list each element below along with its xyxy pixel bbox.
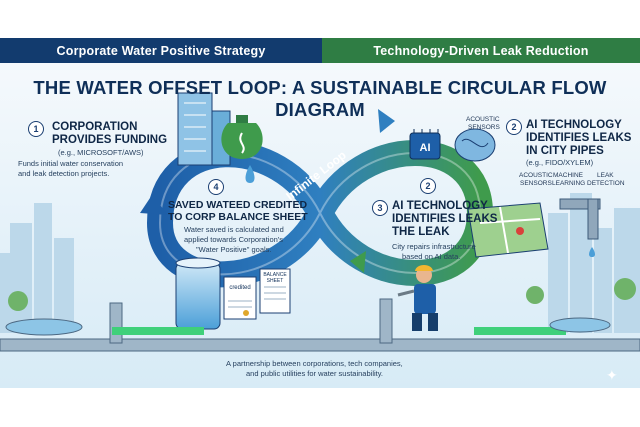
loop-arrowhead-left bbox=[140, 195, 168, 215]
balance-label-2: SHEET bbox=[267, 278, 284, 284]
pipe-leak-icon bbox=[559, 198, 601, 257]
diagram-canvas: AI credited bbox=[0, 63, 640, 388]
money-bag-icon bbox=[221, 115, 263, 159]
footer-line1: A partnership between corporations, tech… bbox=[226, 359, 403, 368]
step-4-heading-line2: TO CORP BALANCE SHEET bbox=[168, 211, 308, 223]
acoustic-sensors-top-1: ACOUSTIC bbox=[466, 116, 500, 123]
step-4-detail-line2: applied towards Corporation's bbox=[184, 235, 283, 244]
worker-icon bbox=[397, 265, 438, 331]
step-3-heading-line3: THE LEAK bbox=[392, 226, 450, 238]
step-4-detail-line3: "Water Positive" goals. bbox=[196, 245, 272, 254]
step-2-heading-line2: IDENTIFIES LEAKS bbox=[526, 132, 632, 144]
city-skyline-left bbox=[0, 203, 74, 333]
credited-document-icon bbox=[223, 276, 257, 320]
center-step-number: 2 bbox=[420, 178, 436, 194]
balance-label-1: BALANCE bbox=[263, 272, 287, 278]
balance-sheet-icon bbox=[259, 268, 291, 314]
sparkle-icon: ✦ bbox=[606, 367, 618, 383]
leak-detection-label-2: DETECTION bbox=[587, 180, 625, 187]
water-drop-icon bbox=[245, 165, 255, 183]
acoustic-sensors-label-1: ACOUSTIC bbox=[519, 172, 553, 179]
step-3-detail-line1: City repairs infrastructure bbox=[392, 242, 476, 251]
step-4-number: 4 bbox=[208, 179, 224, 195]
step-4-heading-line1: SAVED WATEED CREDITED bbox=[168, 199, 308, 211]
footer-line2: and public utilities for water sustainab… bbox=[246, 369, 384, 378]
step-1-detail-line1: Funds initial water conservation bbox=[18, 159, 124, 168]
machine-learning-label-2: LEARNING bbox=[552, 180, 586, 187]
loop-arrowhead-bottom bbox=[350, 251, 366, 273]
water-tank-icon bbox=[175, 257, 221, 330]
step-2-number: 2 bbox=[506, 119, 522, 135]
step-4-detail-line1: Water saved is calculated and bbox=[184, 225, 284, 234]
credited-label: credited bbox=[229, 285, 250, 291]
city-map-icon bbox=[467, 202, 549, 258]
banner-technology-leak-reduction: Technology-Driven Leak Reduction bbox=[322, 38, 640, 63]
brain-icon bbox=[454, 128, 496, 162]
ai-chip-label: AI bbox=[420, 142, 431, 154]
diagram-title: THE WATER OFFSET LOOP: A SUSTAINABLE CIR… bbox=[33, 77, 607, 120]
step-3-detail-line2: based on AI data. bbox=[402, 252, 461, 261]
trees bbox=[8, 278, 636, 311]
acoustic-sensors-label-2: SENSORS bbox=[520, 180, 552, 187]
acoustic-sensors-top-2: SENSORS bbox=[468, 124, 500, 131]
step-2-example: (e.g., FIDO/XYLEM) bbox=[526, 158, 594, 167]
city-skyline-right bbox=[548, 193, 640, 333]
water-pipeline bbox=[0, 298, 640, 352]
step-1-heading-line1: CORPORATION bbox=[52, 121, 138, 133]
ai-chip-icon bbox=[409, 129, 441, 160]
leak-detection-label-1: LEAK bbox=[597, 172, 614, 179]
machine-learning-label-1: MACHINE bbox=[553, 172, 583, 179]
step-1-example: (e.g., MICROSOFT/AWS) bbox=[58, 148, 144, 157]
step-2-heading-line1: AI TECHNOLOGY bbox=[526, 119, 622, 131]
step-3-heading-line2: IDENTIFIES LEAKS bbox=[392, 213, 498, 225]
step-1-detail-line2: and leak detection projects. bbox=[18, 169, 110, 178]
step-3-number: 3 bbox=[372, 200, 388, 216]
step-1-number: 1 bbox=[28, 121, 44, 137]
loop-arrowhead-top bbox=[378, 109, 395, 133]
treatment-pools bbox=[5, 317, 611, 336]
diagram-artwork: AI credited bbox=[0, 92, 640, 352]
step-3-heading-line1: AI TECHNOLOGY bbox=[392, 200, 488, 212]
banner-corporate-strategy: Corporate Water Positive Strategy bbox=[0, 38, 322, 63]
step-2-heading-line3: IN CITY PIPES bbox=[526, 145, 604, 157]
step-1-heading-line2: PROVIDES FUNDING bbox=[52, 134, 168, 146]
